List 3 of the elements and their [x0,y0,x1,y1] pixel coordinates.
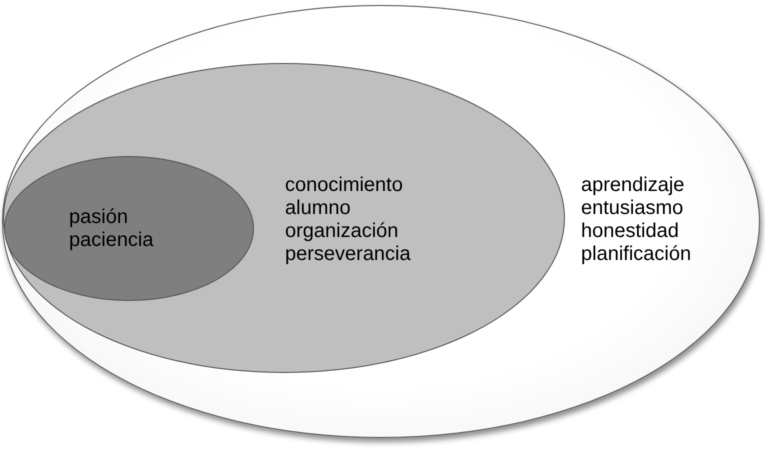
word-list: aprendizaje entusiasmo honestidad planificación [581,174,692,266]
word-list: conocimiento alumno organización perseverancia [285,174,411,266]
word-list: pasión paciencia [69,206,154,252]
